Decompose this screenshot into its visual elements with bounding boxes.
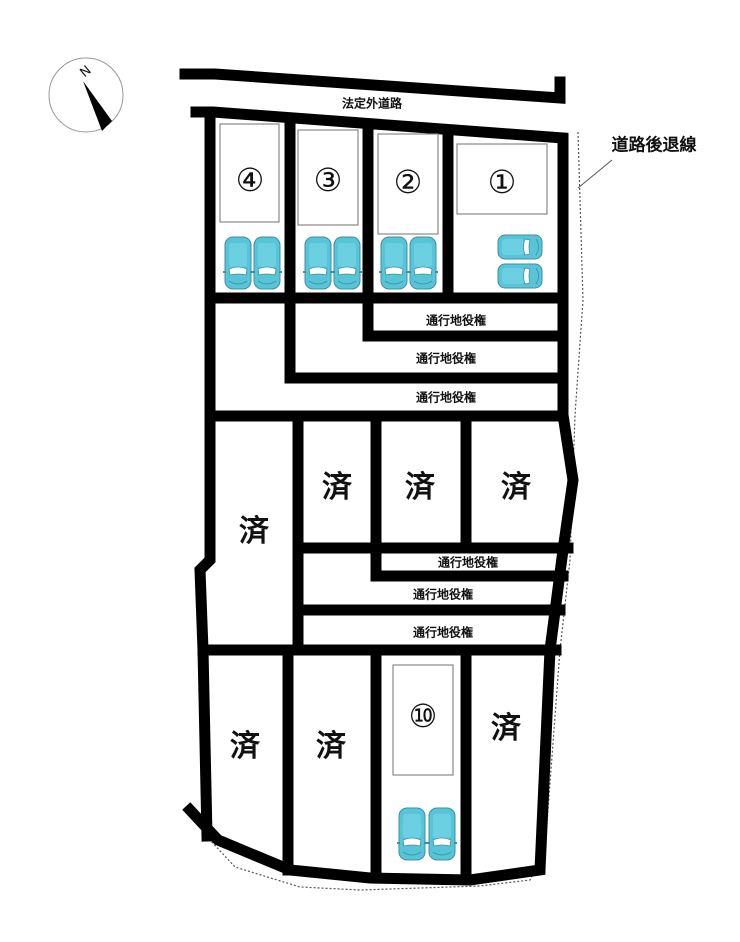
building-footprint-lot10 (392, 664, 454, 776)
easement-label: 通行地役権 (415, 351, 477, 366)
site-outer-boundary (182, 106, 579, 886)
car-icon (222, 236, 254, 290)
lot-1-number[interactable]: ① (487, 163, 517, 201)
car-icon (378, 236, 410, 290)
building-footprint-lot1 (456, 143, 548, 215)
lot-bottom-a-sold-mark: 済 (230, 729, 260, 764)
setback-leader-line (577, 159, 613, 189)
easement-2-boundary (284, 292, 569, 384)
easement-label: 通行地役権 (412, 587, 474, 602)
building-footprint-lot2 (377, 133, 439, 235)
parking-lot2 (378, 236, 439, 290)
easement-label: 通行地役権 (437, 555, 499, 570)
car-icon (396, 807, 428, 861)
building-footprint-lot4 (219, 123, 280, 223)
lot-left-middle-sold-mark: 済 (239, 514, 269, 549)
easement-4-boundary (370, 542, 569, 582)
parking-lot3 (302, 236, 363, 290)
setback-line (201, 131, 584, 891)
parking-lot1 (497, 234, 543, 289)
parking-lot4 (222, 236, 283, 290)
lot-4-number[interactable]: ④ (235, 161, 265, 199)
lot-middle-b-sold-mark: 済 (405, 470, 435, 505)
lot-2-number[interactable]: ② (393, 163, 423, 201)
lot-middle-a-sold-mark: 済 (322, 470, 352, 505)
easement-label: 通行地役権 (412, 625, 474, 640)
compass (48, 57, 124, 133)
lot-10-number[interactable]: ⑩ (408, 697, 438, 735)
car-icon (251, 236, 283, 290)
easement-1-boundary (362, 292, 569, 342)
building-footprint-lot3 (297, 129, 359, 226)
north-arrow-icon (83, 81, 112, 131)
site-west-boundary (194, 108, 216, 842)
easement-label: 通行地役権 (415, 390, 477, 405)
easement-label: 通行地役権 (425, 313, 487, 328)
lot-middle-c-sold-mark: 済 (501, 470, 531, 505)
lot-bottom-b-sold-mark: 済 (316, 729, 346, 764)
car-icon (497, 234, 543, 260)
car-icon (407, 236, 439, 290)
car-icon (331, 236, 363, 290)
lot-bottom-d-sold-mark: 済 (491, 711, 521, 746)
car-icon (426, 807, 458, 861)
setback-line-label: 道路後退線 (611, 135, 697, 156)
car-icon (497, 263, 543, 289)
road-north-edge (179, 68, 566, 104)
lot-3-number[interactable]: ③ (313, 161, 343, 199)
parking-lot10 (396, 807, 458, 861)
car-icon (302, 236, 334, 290)
road-name-label: 法定外道路 (341, 96, 403, 111)
